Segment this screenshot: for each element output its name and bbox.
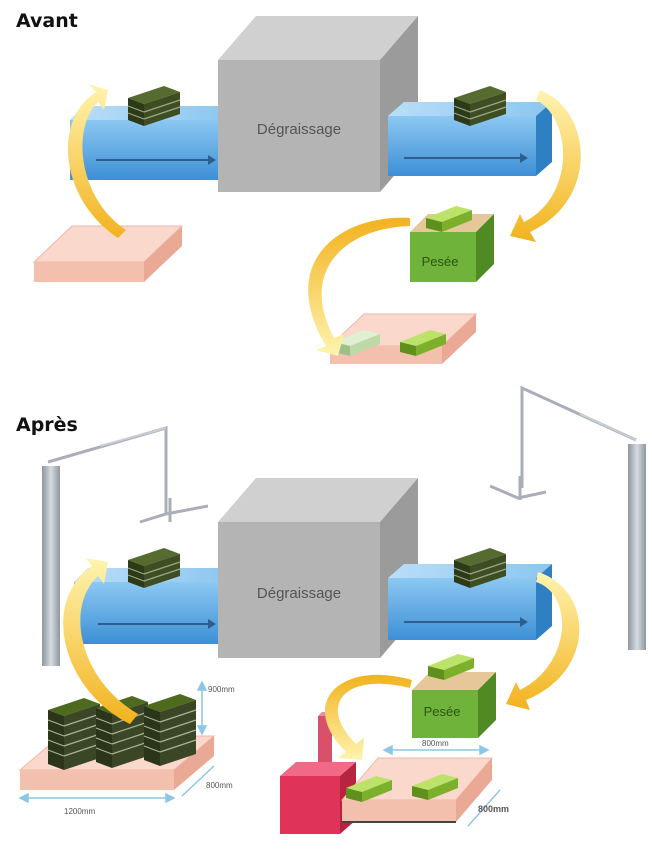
- dimension-height: 900mm: [208, 685, 235, 694]
- section-title-before: Avant: [16, 10, 78, 32]
- dimension-lines-left: [18, 680, 215, 804]
- before-diagram: Dégraissage Pesée: [32, 16, 581, 364]
- dimension-table-depth: 800mm: [478, 804, 509, 814]
- degreasing-machine-before: Dégraissage: [218, 16, 418, 192]
- dimension-depth: 800mm: [206, 781, 233, 790]
- section-title-after: Après: [16, 414, 78, 436]
- weighing-station-after: Pesée: [412, 672, 496, 738]
- crane-left: [42, 426, 209, 666]
- dimension-width: 1200mm: [64, 807, 95, 816]
- weighing-label-after: Pesée: [424, 704, 461, 719]
- after-diagram: Dégraissage Pesée: [18, 385, 646, 834]
- degreasing-label-before: Dégraissage: [257, 121, 341, 138]
- conveyor-right-before: [388, 102, 552, 176]
- conveyor-left-after: [74, 568, 232, 644]
- dimension-lines-right: [382, 744, 501, 827]
- crane-right: [489, 385, 646, 650]
- degreasing-label-after: Dégraissage: [257, 585, 341, 602]
- conveyor-left-before: [70, 106, 232, 180]
- dimension-table-width: 800mm: [422, 739, 449, 748]
- tray-left-before: [32, 225, 184, 282]
- weighing-label-before: Pesée: [422, 254, 459, 269]
